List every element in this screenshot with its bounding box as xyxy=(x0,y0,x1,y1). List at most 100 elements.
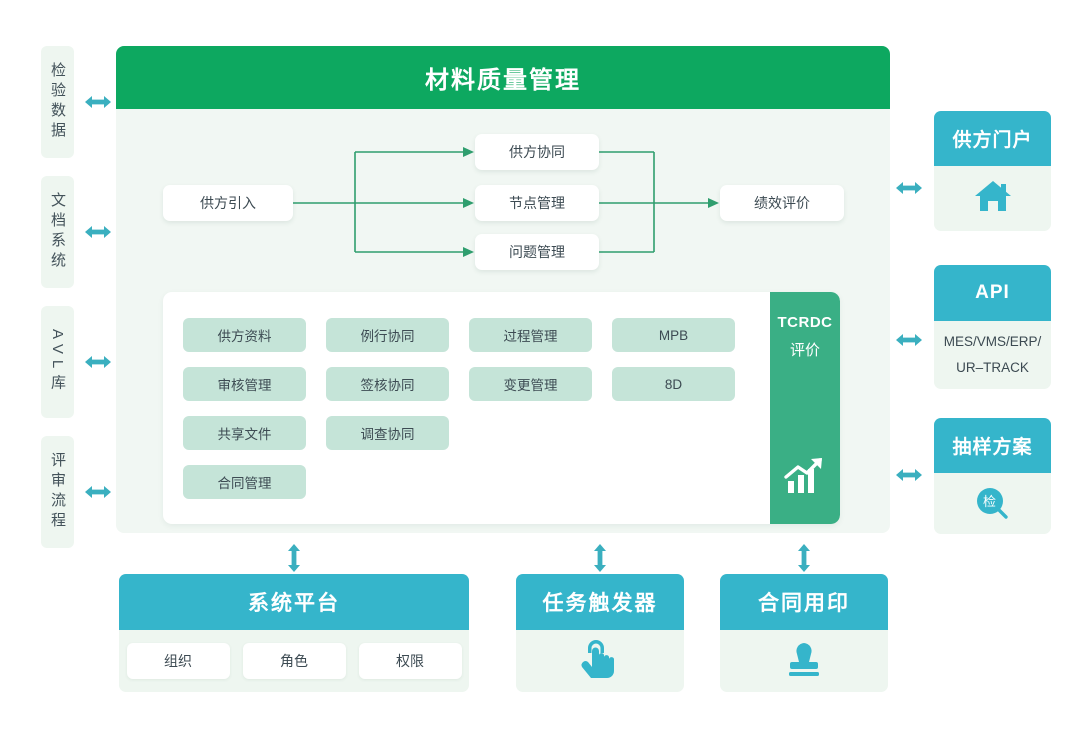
module-card: 供方资料 例行协同 过程管理 MPB 审核管理 签核协同 变更管理 8D 共享文… xyxy=(163,292,840,524)
double-arrow-vertical-icon xyxy=(798,544,810,572)
module-label: 调查协同 xyxy=(360,427,415,442)
module-label: 变更管理 xyxy=(503,378,558,393)
module-shared-files[interactable]: 共享文件 xyxy=(183,416,306,450)
panel-body: 检 xyxy=(934,473,1051,534)
rail-arrow-inspection-data xyxy=(84,92,112,112)
panel-body: MES/VMS/ERP/ UR–TRACK xyxy=(934,321,1051,389)
module-survey-collaboration[interactable]: 调查协同 xyxy=(326,416,449,450)
panel-sampling-plan[interactable]: 抽样方案 检 xyxy=(934,418,1051,534)
rail-label: AVL库 xyxy=(49,328,66,396)
flow-node-label: 问题管理 xyxy=(509,244,565,260)
panel-contract-stamp[interactable]: 合同用印 xyxy=(720,574,888,692)
module-label: 例行协同 xyxy=(360,329,415,344)
panel-title: 任务触发器 xyxy=(542,592,658,615)
page-title: 材料质量管理 xyxy=(116,46,890,109)
module-label: 8D xyxy=(664,376,683,392)
double-arrow-vertical-icon xyxy=(288,544,300,572)
panel-title: 抽样方案 xyxy=(952,437,1033,458)
module-label: 签核协同 xyxy=(360,378,415,393)
system-platform-button-permission[interactable]: 权限 xyxy=(358,643,462,679)
panel-title: API xyxy=(975,282,1010,303)
growth-chart-icon xyxy=(784,457,826,500)
panel-header: 任务触发器 xyxy=(516,574,684,630)
panel-title: 供方门户 xyxy=(952,130,1033,151)
rail-arrow-avl-library xyxy=(84,352,112,372)
module-routine-collaboration[interactable]: 例行协同 xyxy=(326,318,449,352)
flow-node-node-management[interactable]: 节点管理 xyxy=(475,185,599,221)
panel-body: 组织 角色 权限 xyxy=(119,630,469,692)
system-platform-button-role[interactable]: 角色 xyxy=(242,643,346,679)
module-label: 供方资料 xyxy=(217,329,272,344)
button-label: 权限 xyxy=(396,653,424,669)
rail-item-inspection-data[interactable]: 检验数据 xyxy=(41,46,74,158)
module-label: 审核管理 xyxy=(217,378,272,393)
bottom-arrow-task-trigger xyxy=(590,543,610,573)
tcrdc-subtitle: 评价 xyxy=(789,342,820,359)
panel-header: API xyxy=(934,265,1051,321)
double-arrow-horizontal-icon xyxy=(85,486,111,498)
flow-node-supplier-collaboration[interactable]: 供方协同 xyxy=(475,134,599,170)
page-title-text: 材料质量管理 xyxy=(425,67,581,94)
module-label: 合同管理 xyxy=(217,476,272,491)
double-arrow-horizontal-icon xyxy=(896,334,922,346)
panel-title: 系统平台 xyxy=(248,592,340,615)
double-arrow-horizontal-icon xyxy=(85,356,111,368)
rail-item-document-system[interactable]: 文档系统 xyxy=(41,176,74,288)
inspection-icon-text: 检 xyxy=(982,494,996,509)
double-arrow-horizontal-icon xyxy=(85,226,111,238)
panel-task-trigger[interactable]: 任务触发器 xyxy=(516,574,684,692)
rail-item-avl-library[interactable]: AVL库 xyxy=(41,306,74,418)
panel-body xyxy=(934,166,1051,231)
api-line-1: MES/VMS/ERP/ xyxy=(943,334,1042,350)
module-audit-management[interactable]: 审核管理 xyxy=(183,367,306,401)
module-contract-management[interactable]: 合同管理 xyxy=(183,465,306,499)
tcrdc-title: TCRDC xyxy=(777,314,833,331)
flow-node-label: 供方引入 xyxy=(200,195,256,211)
rail-item-review-process[interactable]: 评审流程 xyxy=(41,436,74,548)
module-label: 共享文件 xyxy=(217,427,272,442)
flow-node-label: 节点管理 xyxy=(509,195,565,211)
button-label: 角色 xyxy=(280,653,308,669)
panel-header: 抽样方案 xyxy=(934,418,1051,473)
rail-arrow-document-system xyxy=(84,222,112,242)
panel-header: 合同用印 xyxy=(720,574,888,630)
module-label: MPB xyxy=(658,327,689,343)
panel-body xyxy=(720,630,888,692)
api-line-2: UR–TRACK xyxy=(956,360,1029,375)
module-label: 过程管理 xyxy=(503,329,558,344)
flow-node-label: 绩效评价 xyxy=(754,195,810,211)
rail-label: 文档系统 xyxy=(49,192,66,272)
module-mpb[interactable]: MPB xyxy=(612,318,735,352)
bottom-arrow-contract-stamp xyxy=(794,543,814,573)
panel-body xyxy=(516,630,684,692)
double-arrow-horizontal-icon xyxy=(896,469,922,481)
tap-hand-icon xyxy=(579,637,621,686)
panel-supplier-portal[interactable]: 供方门户 xyxy=(934,111,1051,231)
panel-header: 系统平台 xyxy=(119,574,469,630)
panel-system-platform[interactable]: 系统平台 组织 角色 权限 xyxy=(119,574,469,692)
tcrdc-evaluation-panel[interactable]: TCRDC 评价 xyxy=(770,292,840,524)
flow-node-label: 供方协同 xyxy=(509,144,565,160)
home-icon xyxy=(973,179,1013,218)
module-supplier-profile[interactable]: 供方资料 xyxy=(183,318,306,352)
module-signoff-collaboration[interactable]: 签核协同 xyxy=(326,367,449,401)
bottom-arrow-system-platform xyxy=(284,543,304,573)
rail-label: 检验数据 xyxy=(49,62,66,142)
flow-node-supplier-intro[interactable]: 供方引入 xyxy=(163,185,293,221)
button-label: 组织 xyxy=(164,653,192,669)
flow-node-performance-evaluation[interactable]: 绩效评价 xyxy=(720,185,844,221)
right-arrow-sampling-plan xyxy=(895,465,923,485)
module-8d[interactable]: 8D xyxy=(612,367,735,401)
inspection-magnifier-icon: 检 xyxy=(975,487,1011,521)
right-arrow-api xyxy=(895,330,923,350)
module-process-management[interactable]: 过程管理 xyxy=(469,318,592,352)
flow-node-issue-management[interactable]: 问题管理 xyxy=(475,234,599,270)
system-platform-button-org[interactable]: 组织 xyxy=(126,643,230,679)
module-change-management[interactable]: 变更管理 xyxy=(469,367,592,401)
double-arrow-horizontal-icon xyxy=(896,182,922,194)
panel-api[interactable]: API MES/VMS/ERP/ UR–TRACK xyxy=(934,265,1051,389)
panel-title: 合同用印 xyxy=(758,592,850,615)
double-arrow-vertical-icon xyxy=(594,544,606,572)
rail-arrow-review-process xyxy=(84,482,112,502)
